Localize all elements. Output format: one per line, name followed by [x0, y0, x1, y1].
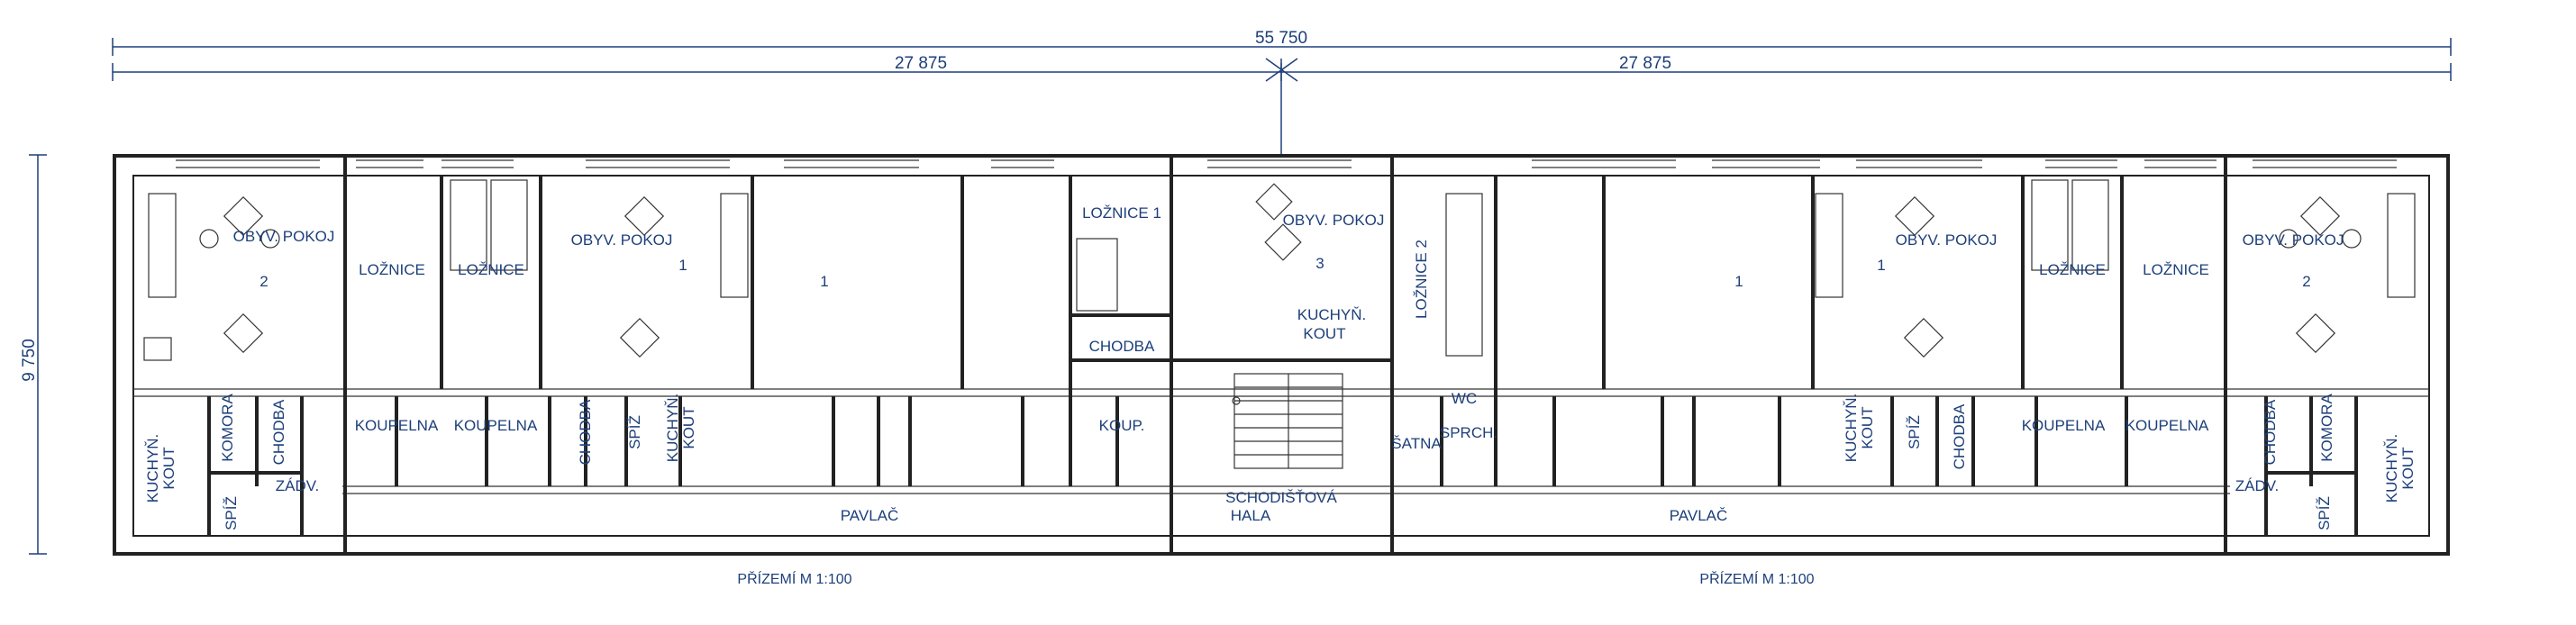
staircase: [1232, 373, 1343, 469]
room-label-kuchyn: KUCHYŇ.: [2383, 434, 2400, 503]
room-label-pavlac: PAVLAČ: [1670, 507, 1728, 524]
room-label-loznice: LOŽNICE: [2143, 261, 2209, 278]
room-label-satna: ŠATNA: [1391, 435, 1442, 452]
room-label-kout: KOUT: [1303, 325, 1345, 342]
building-walls: [113, 154, 2450, 556]
room-label-komora: KOMORA: [219, 394, 236, 462]
room-labels: OBYV. POKOJ 2 LOŽNICE LOŽNICE OBYV. POKO…: [144, 204, 2417, 530]
plan-caption-right: PŘÍZEMÍ M 1:100: [1699, 570, 1814, 587]
dimension-depth: 9 750: [20, 339, 39, 382]
room-label-loznice: LOŽNICE: [2039, 261, 2106, 278]
room-number: 1: [1877, 257, 1885, 274]
furniture: [143, 179, 2416, 361]
room-label-koupelna: KOUPELNA: [2125, 417, 2209, 434]
interior-walls: [207, 156, 2358, 554]
dimension-lines: [29, 38, 2452, 555]
room-label-spiz: SPÍŽ: [223, 496, 240, 530]
room-label-chodba: CHODBA: [577, 399, 594, 465]
room-label-kout: KOUT: [680, 406, 697, 448]
plan-caption-left: PŘÍZEMÍ M 1:100: [737, 570, 851, 587]
room-label-komora: KOMORA: [2318, 394, 2335, 462]
dimension-left-half: 27 875: [895, 54, 947, 73]
room-label-loznice-2: LOŽNICE 2: [1413, 240, 1430, 319]
room-number: 2: [2302, 273, 2310, 290]
room-label-chodba: CHODBA: [1089, 338, 1155, 355]
room-label-kuchyn: KUCHYŇ.: [664, 394, 681, 463]
room-label-pavlac: PAVLAČ: [841, 507, 899, 524]
room-label-kuchyn: KUCHYŇ.: [1297, 306, 1367, 323]
room-number: 3: [1315, 255, 1324, 272]
room-label-obyv-pokoj: OBYV. POKOJ: [1896, 231, 1998, 249]
room-label-spiz: SPÍŽ: [2316, 496, 2333, 530]
room-label-obyv-pokoj: OBYV. POKOJ: [571, 231, 673, 249]
room-label-obyv-pokoj: OBYV. POKOJ: [233, 228, 335, 245]
dimension-right-half: 27 875: [1619, 54, 1671, 73]
room-label-kout: KOUT: [2399, 447, 2417, 489]
room-label-zadv: ZÁDV.: [2235, 477, 2280, 494]
room-label-koupelna: KOUPELNA: [454, 417, 538, 434]
room-label-kout: KOUT: [1859, 406, 1876, 448]
room-label-zadv: ZÁDV.: [276, 477, 320, 494]
room-label-koupelna: KOUPELNA: [355, 417, 439, 434]
room-label-kuchyn: KUCHYŇ.: [1843, 394, 1860, 463]
room-label-spiz: SPÍŽ: [1906, 415, 1923, 449]
room-label-chodba: CHODBA: [2262, 399, 2279, 465]
room-label-loznice-1: LOŽNICE 1: [1082, 204, 1161, 222]
room-label-chodba: CHODBA: [270, 399, 287, 465]
room-label-obyv-pokoj: OBYV. POKOJ: [1283, 212, 1385, 229]
room-label-chodba: CHODBA: [1951, 403, 1968, 469]
room-number: 1: [820, 273, 828, 290]
room-label-hala: HALA: [1231, 507, 1271, 524]
room-label-kout: KOUT: [160, 447, 177, 489]
room-label-wc: WC: [1452, 390, 1477, 407]
room-label-loznice: LOŽNICE: [458, 261, 524, 278]
room-label-sprch: SPRCH.: [1440, 424, 1497, 441]
room-number: 1: [678, 257, 687, 274]
room-label-loznice: LOŽNICE: [359, 261, 425, 278]
room-label-koupelna: KOUPELNA: [2022, 417, 2106, 434]
room-number: 2: [259, 273, 268, 290]
room-label-obyv-pokoj: OBYV. POKOJ: [2243, 231, 2344, 249]
dimension-total-width: 55 750: [1255, 29, 1307, 48]
room-label-koup: KOUP.: [1099, 417, 1145, 434]
room-label-schodistova: SCHODIŠŤOVÁ: [1225, 489, 1337, 506]
room-label-kuchyn: KUCHYŇ.: [144, 434, 161, 503]
room-label-spiz: SPÍŽ: [626, 415, 643, 449]
room-number: 1: [1734, 273, 1743, 290]
